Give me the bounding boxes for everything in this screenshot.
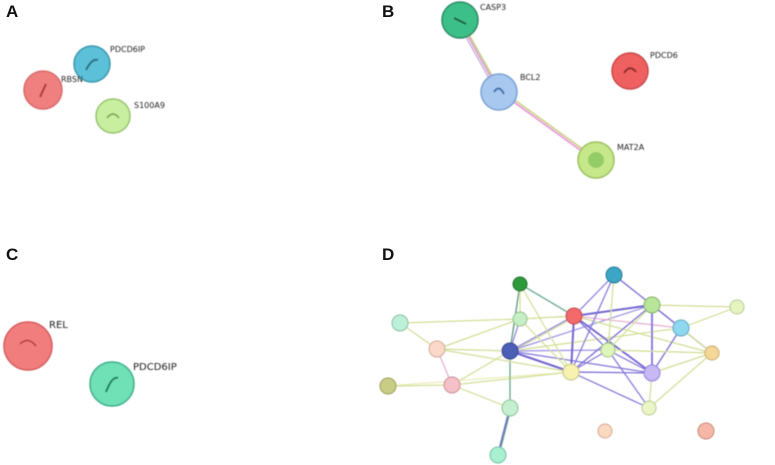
node-rel[interactable]	[3, 321, 53, 371]
network-node[interactable]	[643, 364, 661, 382]
network-node[interactable]	[512, 311, 528, 327]
node-pdcd6ip-c[interactable]	[89, 361, 135, 407]
node-label-pdcd6ip-c: PDCD6IP	[133, 362, 177, 373]
network-node[interactable]	[489, 446, 507, 464]
node-bcl2[interactable]	[480, 73, 518, 111]
network-node[interactable]	[512, 276, 528, 292]
network-node[interactable]	[391, 314, 409, 332]
node-label-rel: REL	[49, 320, 68, 331]
network-node[interactable]	[704, 345, 720, 361]
node-label-rbsn: RBSN	[61, 75, 83, 84]
network-node[interactable]	[729, 299, 745, 315]
network-node[interactable]	[641, 400, 657, 416]
network-node[interactable]	[562, 363, 580, 381]
network-node[interactable]	[600, 342, 616, 358]
panel-d-network	[379, 266, 745, 464]
panel-label-a: A	[6, 2, 19, 21]
network-node[interactable]	[672, 319, 690, 337]
network-node[interactable]	[643, 296, 661, 314]
node-s100a9[interactable]	[95, 98, 131, 134]
panel-label-c: C	[6, 245, 19, 264]
panel-d-edges	[387, 274, 738, 456]
node-label-mat2a: MAT2A	[617, 143, 645, 152]
node-pdcd6ip-a[interactable]	[73, 45, 111, 83]
node-label-pdcd6: PDCD6	[650, 51, 678, 60]
node-label-pdcd6ip-a: PDCD6IP	[110, 45, 145, 54]
network-node[interactable]	[597, 423, 613, 439]
edge-bcl2-mat2a	[499, 89, 596, 161]
panel-label-d: D	[382, 245, 395, 264]
network-node[interactable]	[379, 377, 397, 395]
panel-c-network: REL PDCD6IP	[3, 320, 177, 407]
panel-a-network: PDCD6IP RBSN S100A9	[23, 45, 165, 134]
network-node[interactable]	[501, 342, 519, 360]
node-label-casp3: CASP3	[480, 3, 506, 12]
network-node[interactable]	[565, 307, 583, 325]
panel-label-b: B	[382, 2, 395, 21]
network-node[interactable]	[605, 266, 623, 284]
network-node[interactable]	[428, 340, 446, 358]
node-pdcd6[interactable]	[611, 52, 649, 90]
network-node[interactable]	[501, 399, 519, 417]
node-label-bcl2: BCL2	[520, 73, 540, 82]
panel-b-network: CASP3 BCL2 PDCD6 MAT2A	[441, 1, 678, 179]
network-node[interactable]	[443, 376, 461, 394]
node-label-s100a9: S100A9	[134, 101, 165, 110]
network-node[interactable]	[697, 422, 715, 440]
